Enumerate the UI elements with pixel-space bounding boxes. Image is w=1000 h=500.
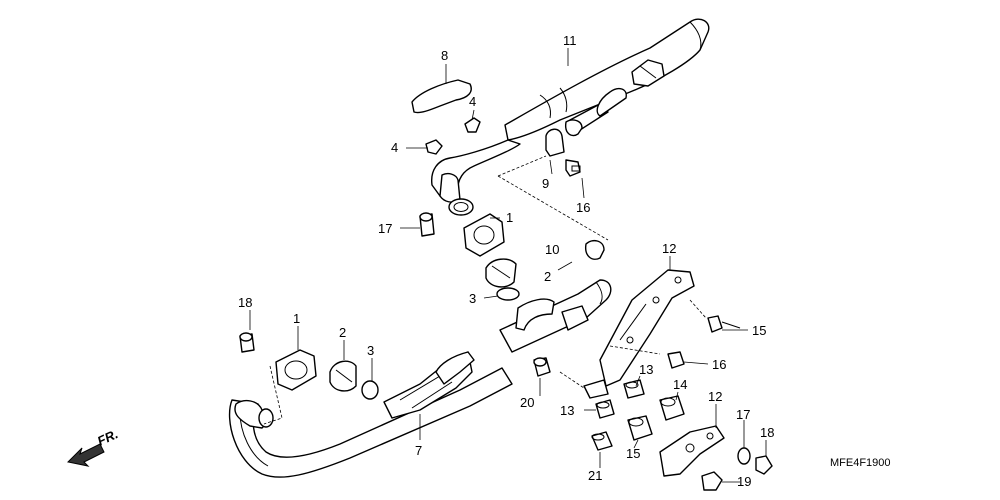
collar-12-lower: [595, 399, 615, 419]
callout-21: 21: [588, 468, 602, 483]
callout-14: 16: [576, 200, 590, 215]
bolt-14: [565, 159, 581, 177]
bracket-10: [583, 269, 695, 399]
callout-6: 8: [441, 48, 448, 63]
clamp-7: [545, 128, 565, 157]
stud-16-upper: [419, 212, 435, 237]
callout-15-lower: 16: [712, 357, 726, 372]
collar-12-upper: [623, 379, 645, 399]
heat-shield-6: [411, 79, 472, 114]
ring-8: [585, 239, 605, 260]
nut-19: [701, 471, 723, 491]
clip-4-upper: [464, 117, 481, 133]
callout-4-upper: 4: [469, 94, 476, 109]
callout-17: 17: [736, 407, 750, 422]
callout-9: 11: [563, 33, 577, 48]
stud-16-lower: [239, 332, 255, 353]
callout-2-lower: 2: [339, 325, 346, 340]
gasket-1-lower: [275, 349, 317, 391]
washer-17: [737, 447, 751, 465]
front-exhaust-pipe: [228, 279, 612, 478]
callout-12-lower: 13: [560, 403, 574, 418]
callout-15-upper: 15: [752, 323, 766, 338]
callout-19: 19: [737, 474, 751, 489]
callout-4-lower: 4: [391, 140, 398, 155]
callout-13-lower: 15: [626, 446, 640, 461]
callout-5: 7: [415, 443, 422, 458]
bolt-20: [533, 357, 551, 377]
rear-exhaust-pipe: [431, 18, 710, 216]
callout-12-upper: 13: [639, 362, 653, 377]
callout-2-upper: 2: [544, 269, 551, 284]
callout-1-lower: 1: [293, 311, 300, 326]
collar-2-upper: [485, 258, 517, 288]
bracket-11: [659, 425, 725, 477]
front-direction-indicator: FR.: [66, 426, 120, 467]
callout-11: 12: [708, 389, 722, 404]
bolt-15-lower: [667, 351, 685, 369]
ring-3-lower: [361, 380, 379, 400]
callout-16-lower: 18: [238, 295, 252, 310]
callout-3-upper: 3: [469, 291, 476, 306]
callout-16-upper: 17: [378, 221, 392, 236]
bolt-13-upper: [659, 395, 685, 421]
gasket-1-upper: [463, 213, 505, 257]
callout-10: 12: [662, 241, 676, 256]
callout-labels: 8 11 4 4 9 16 17 1 10 2 3 18 1 2 3 7 12 …: [238, 33, 774, 489]
diagram-code: MFE4F1900: [830, 457, 891, 469]
front-arrow-icon: [66, 443, 105, 467]
callout-18: 18: [760, 425, 774, 440]
ring-3-upper: [496, 287, 520, 301]
callout-13-upper: 14: [673, 377, 687, 392]
bolt-21: [591, 431, 613, 451]
bolt-15-upper: [707, 315, 741, 333]
callout-20: 20: [520, 395, 534, 410]
direction-label: FR.: [95, 426, 120, 448]
nut-18: [755, 455, 773, 475]
callout-8: 10: [545, 242, 559, 257]
bolt-13-lower: [627, 415, 653, 441]
collar-2-lower: [329, 360, 357, 392]
callout-1-upper: 1: [506, 210, 513, 225]
callout-3-lower: 3: [367, 343, 374, 358]
leader-lines: [249, 48, 767, 483]
callout-7: 9: [542, 176, 549, 191]
clip-4-lower: [425, 139, 443, 155]
